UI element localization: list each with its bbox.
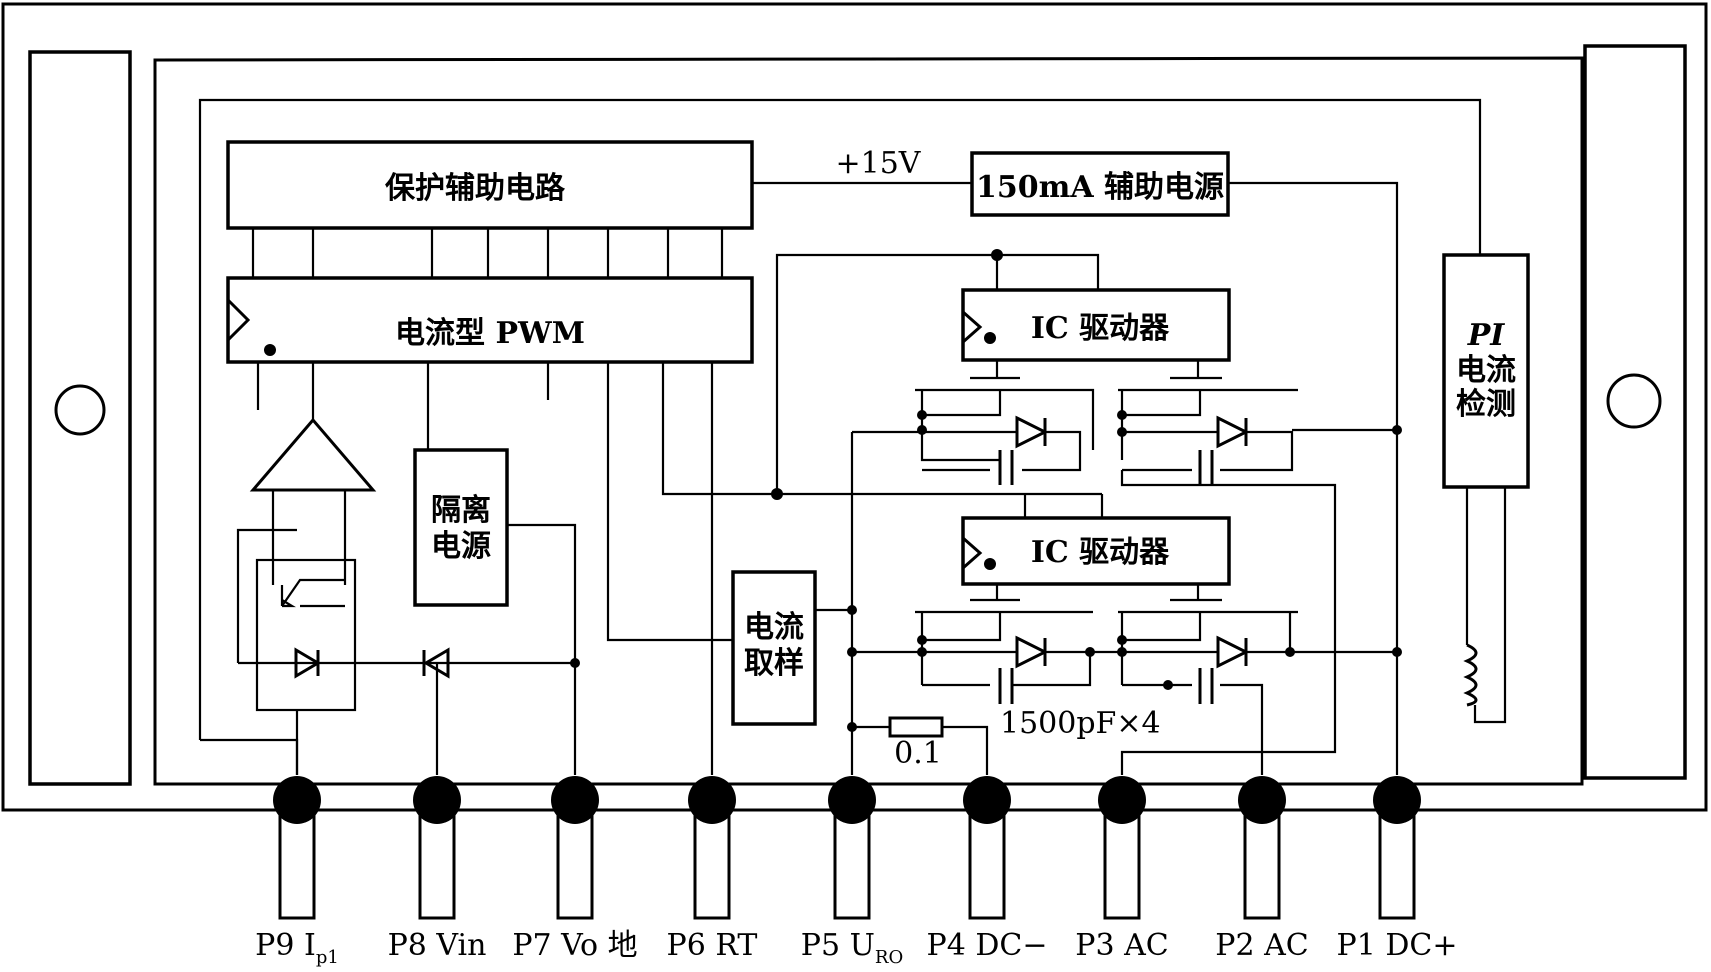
pi-label-2: 电流 bbox=[1456, 353, 1516, 388]
v15-label: +15V bbox=[836, 146, 922, 181]
pin-row: P9 Ip1 P8 Vin P7 Vo 地 P6 RT P5 URO P4 DC− P3 A… bbox=[255, 776, 1458, 968]
current-sampling-label-1: 电流 bbox=[744, 610, 804, 645]
pin-8: P8 Vin bbox=[388, 776, 487, 963]
lower-half-bridge bbox=[852, 610, 1402, 775]
ic-driver-top-block: IC 驱动器 bbox=[961, 288, 1231, 362]
pin1-dot-icon bbox=[264, 344, 276, 356]
left-mounting-flange bbox=[28, 50, 132, 786]
sense-resistor-icon bbox=[888, 716, 944, 738]
pin-lead bbox=[833, 808, 871, 920]
isolated-supply-block: 隔离 电源 bbox=[413, 448, 509, 607]
pin-lead bbox=[278, 808, 316, 920]
pin-pad-icon bbox=[688, 776, 736, 824]
pin-pad-icon bbox=[551, 776, 599, 824]
module-housing bbox=[1, 2, 1708, 812]
aux-supply-label: 150mA 辅助电源 bbox=[976, 170, 1224, 205]
pin-6: P6 RT bbox=[667, 776, 758, 963]
pin-1: P1 DC+ bbox=[1337, 776, 1458, 963]
pin-lead bbox=[968, 808, 1006, 920]
pin-label: P5 URO bbox=[801, 928, 903, 967]
pin-pad-icon bbox=[1373, 776, 1421, 824]
substrate-outline bbox=[153, 56, 1584, 786]
sense-resistor: 0.1 bbox=[852, 716, 989, 775]
current-sampling-label-2: 取样 bbox=[744, 646, 804, 681]
pin-label: P7 Vo 地 bbox=[512, 928, 637, 963]
pin-label-subscript: RO bbox=[875, 947, 903, 967]
driver-bottom-clock-icon bbox=[962, 536, 983, 570]
pin-label-subscript: p1 bbox=[316, 947, 339, 967]
left-mounting-hole-icon bbox=[54, 384, 106, 436]
pin-lead bbox=[1378, 808, 1416, 920]
pin-4: P4 DC− bbox=[927, 776, 1048, 963]
resistor-value-label: 0.1 bbox=[894, 736, 942, 771]
pin-label: P8 Vin bbox=[388, 928, 487, 963]
ic-driver-bottom-block: IC 驱动器 bbox=[961, 516, 1231, 586]
pin-lead bbox=[556, 808, 594, 920]
pin-2: P2 AC bbox=[1215, 776, 1309, 963]
isolated-supply-label-2: 电源 bbox=[431, 529, 491, 564]
pin-pad-icon bbox=[963, 776, 1011, 824]
driver-top-clock-icon bbox=[962, 310, 983, 344]
pin-pad-icon bbox=[828, 776, 876, 824]
pi-current-detect-block: PI 电流 检测 bbox=[1442, 253, 1530, 724]
pin-3: P3 AC bbox=[1075, 776, 1169, 963]
pin-pad-icon bbox=[413, 776, 461, 824]
pin-label: P4 DC− bbox=[927, 928, 1048, 963]
pin-lead bbox=[1103, 808, 1141, 920]
ic-driver-top-label: IC 驱动器 bbox=[1031, 311, 1170, 346]
pin-5: P5 URO bbox=[801, 776, 903, 968]
pin-lead bbox=[693, 808, 731, 920]
pin-label: P9 Ip1 bbox=[255, 928, 339, 967]
opto-led-icon bbox=[294, 647, 321, 679]
pin-9: P9 Ip1 bbox=[255, 776, 339, 968]
pi-label-3: 检测 bbox=[1456, 387, 1516, 422]
isolated-supply-label-1: 隔离 bbox=[431, 493, 491, 528]
right-mounting-hole-icon bbox=[1606, 373, 1662, 429]
pin-lead bbox=[1243, 808, 1281, 920]
protection-circuit-block: 保护辅助电路 bbox=[226, 140, 754, 230]
pin-7: P7 Vo 地 bbox=[512, 776, 638, 963]
pi-label: PI bbox=[1467, 318, 1506, 353]
pin-lead bbox=[418, 808, 456, 920]
outer-bus-wire bbox=[198, 98, 1482, 740]
pin-pad-icon bbox=[1238, 776, 1286, 824]
optocoupler-icon bbox=[255, 558, 357, 712]
pin-label: P3 AC bbox=[1075, 928, 1168, 963]
ic-driver-bottom-label: IC 驱动器 bbox=[1031, 535, 1170, 570]
protection-circuit-label: 保护辅助电路 bbox=[385, 171, 566, 206]
clock-input-icon bbox=[226, 298, 251, 342]
upper-half-bridge bbox=[915, 388, 1402, 485]
capacitor-value-label: 1500pF×4 bbox=[1000, 706, 1161, 741]
current-sampling-block: 电流 取样 bbox=[731, 570, 817, 726]
pwm-controller-block: 电流型 PWM bbox=[226, 276, 754, 364]
dc-plus-rail bbox=[1228, 181, 1399, 775]
protection-pwm-bus bbox=[251, 228, 724, 278]
pin-label: P1 DC+ bbox=[1337, 928, 1458, 963]
pin-pad-icon bbox=[273, 776, 321, 824]
error-amp-icon bbox=[249, 417, 377, 492]
aux-supply-block: 150mA 辅助电源 bbox=[970, 151, 1230, 217]
pin-pad-icon bbox=[1098, 776, 1146, 824]
pin-label: P6 RT bbox=[667, 928, 758, 963]
pin-label: P2 AC bbox=[1215, 928, 1308, 963]
right-mounting-flange bbox=[1583, 44, 1687, 780]
pwm-label: 电流型 PWM bbox=[395, 316, 585, 351]
pi-coil-icon bbox=[1463, 643, 1478, 707]
